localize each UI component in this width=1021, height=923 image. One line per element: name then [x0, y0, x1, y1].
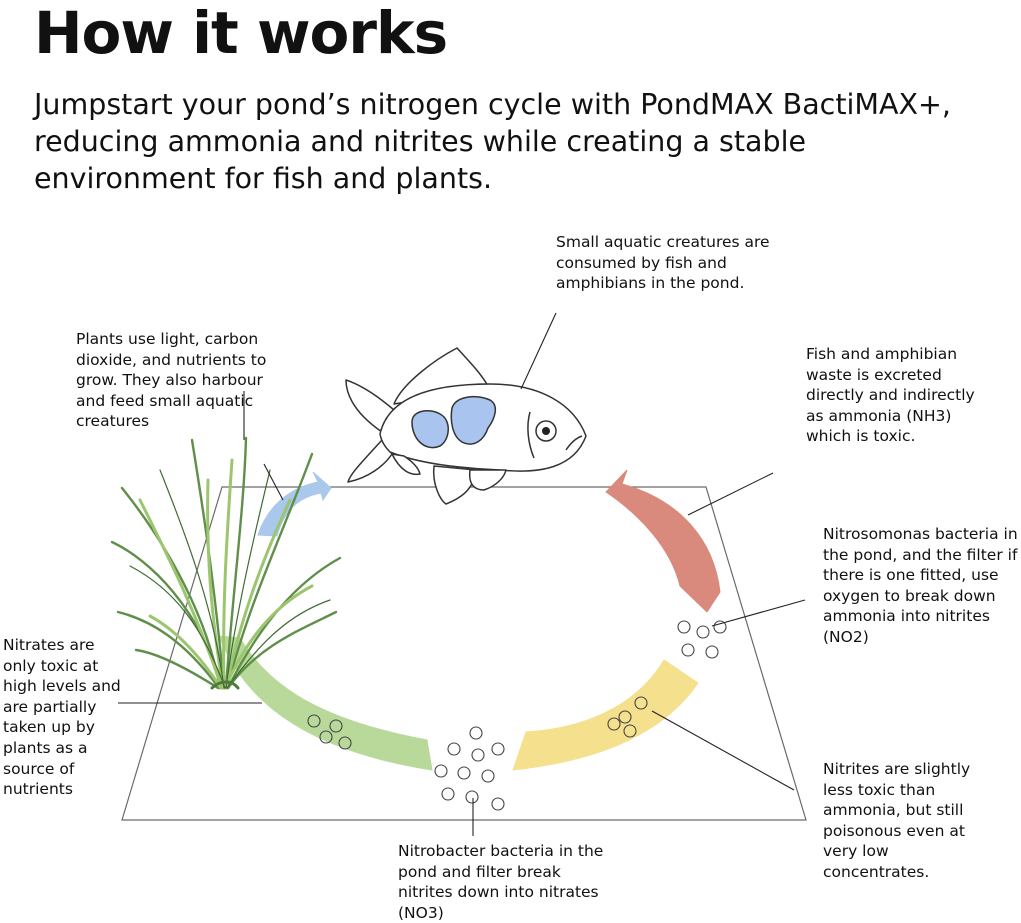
- fish-illustration: [345, 347, 587, 505]
- blue-arrow: [257, 471, 332, 537]
- pond-plane: [121, 486, 807, 821]
- page-title: How it works: [34, 0, 448, 67]
- callout-lines: [118, 312, 806, 836]
- intro-text: Jumpstart your pond’s nitrogen cycle wit…: [34, 88, 951, 195]
- bacteria-bubbles: [307, 620, 727, 811]
- green-arrow: [218, 635, 433, 771]
- pond-plant-illustration: [110, 436, 342, 690]
- note-nitrosomonas: Nitrosomonas bacteria in the pond, and t…: [823, 525, 1018, 646]
- note-nitrites: Nitrites are slightly less toxic than am…: [823, 760, 971, 881]
- note-nitrates: Nitrates are only toxic at high levels a…: [3, 636, 121, 799]
- note-waste: Fish and amphibian waste is excreted dir…: [806, 345, 975, 446]
- yellow-arrow: [512, 659, 699, 771]
- note-creatures: Small aquatic creatures are consumed by …: [556, 233, 770, 293]
- red-arrow: [605, 469, 721, 613]
- note-plants: Plants use light, carbon dioxide, and nu…: [76, 330, 267, 431]
- note-nitrobacter: Nitrobacter bacteria in the pond and fil…: [398, 842, 604, 922]
